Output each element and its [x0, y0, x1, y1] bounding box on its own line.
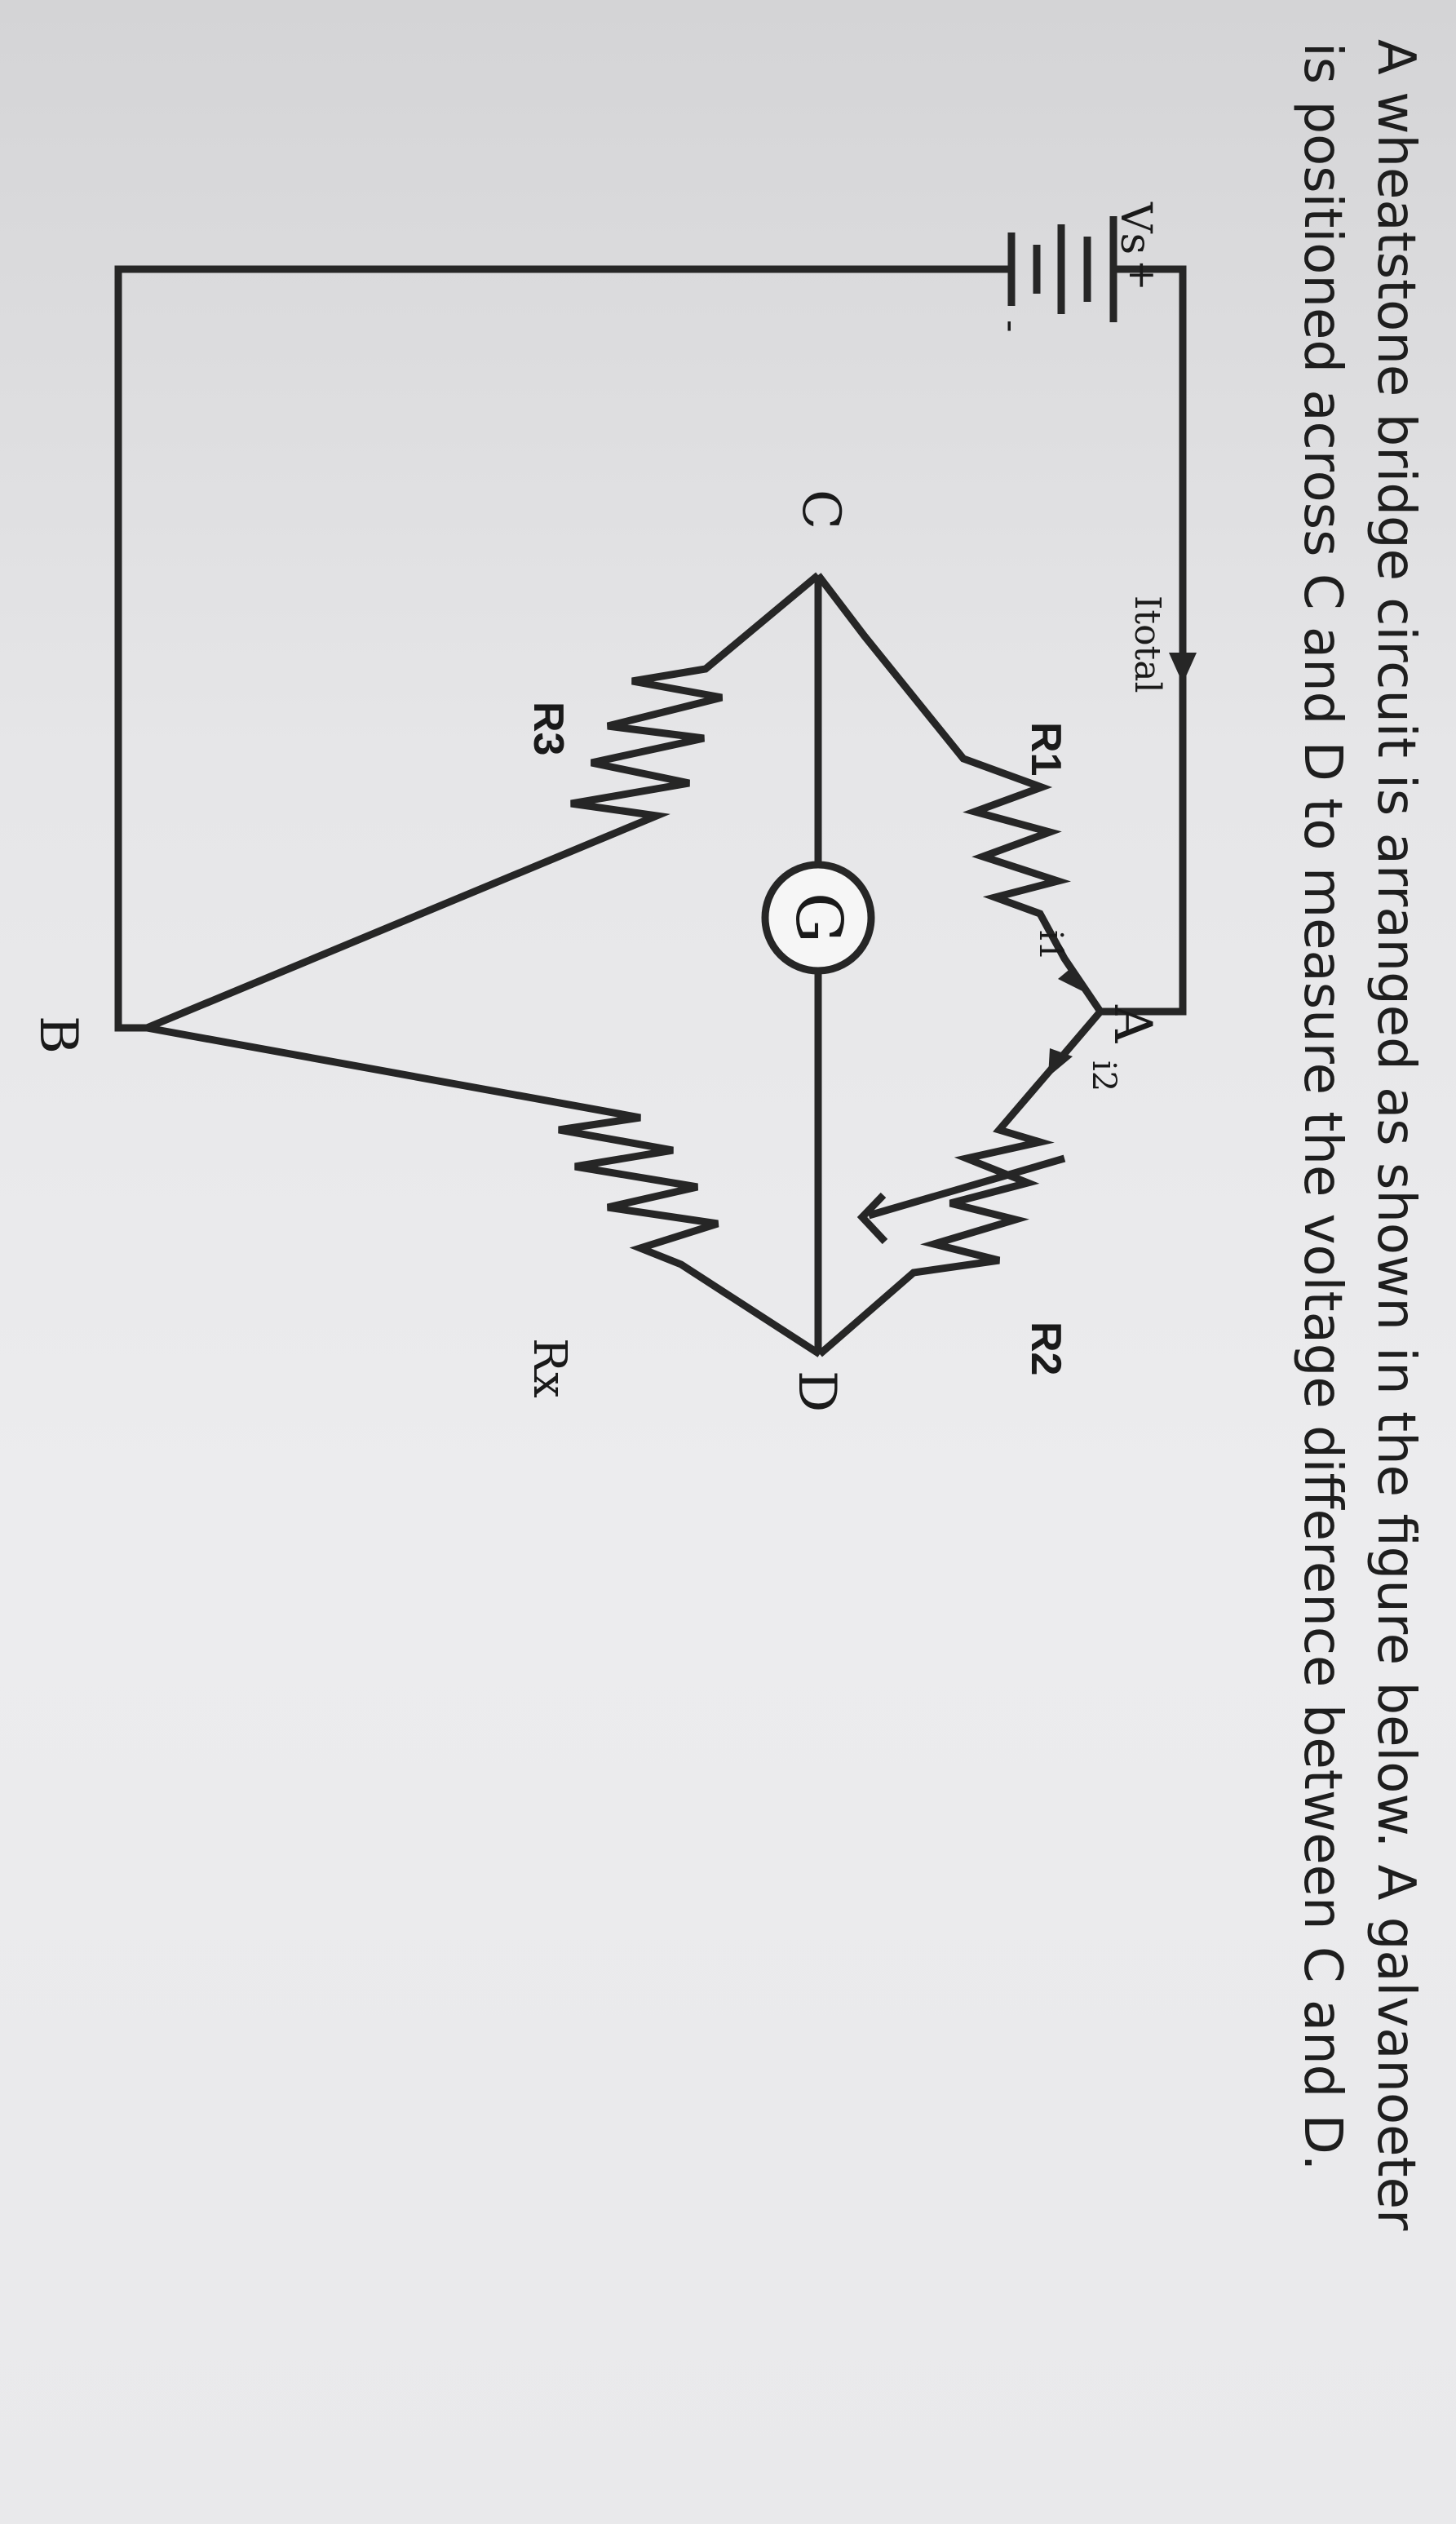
rotated-sheet: A wheatstone bridge circuit is arranged … — [28, 39, 1426, 2231]
itotal-label: Itotal — [1126, 596, 1168, 693]
battery-minus-sign: - — [990, 320, 1034, 333]
resistor-rx — [146, 1024, 822, 1357]
r2-variable-arrow — [856, 1154, 1066, 1245]
i2-label: i2 — [1085, 1061, 1122, 1092]
r3-label: R3 — [524, 702, 572, 755]
resistor-r1 — [815, 573, 1104, 1014]
battery-label: Vs — [1111, 201, 1160, 255]
battery-source: Vs + - — [990, 201, 1165, 333]
rx-label: Rx — [523, 1338, 576, 1398]
battery-plus-sign: + — [1121, 259, 1165, 291]
itotal-arrow: Itotal — [1126, 583, 1197, 693]
r2-label: R2 — [1022, 1322, 1069, 1375]
question-line-1: A wheatstone bridge circuit is arranged … — [1365, 39, 1426, 2231]
resistor-r2 — [817, 1009, 1104, 1357]
node-b-label: B — [28, 1016, 88, 1054]
node-a-label: A — [1102, 1004, 1162, 1043]
resistor-r3 — [145, 572, 821, 1032]
node-d-label: D — [786, 1370, 847, 1412]
i1-arrow-head — [1058, 967, 1082, 991]
wire-bottom-loop — [114, 265, 1011, 1032]
i1-label: i1 — [1032, 930, 1069, 961]
i2-arrow: i2 — [1048, 1048, 1122, 1092]
r1-label: R1 — [1022, 722, 1069, 776]
r2-arrow-shaft — [867, 1154, 1066, 1220]
itotal-arrow-head — [1169, 653, 1197, 684]
galvanometer — [761, 861, 875, 975]
galvanometer-label: G — [781, 892, 855, 943]
r2-arrow-head — [856, 1192, 888, 1245]
node-c-label: C — [790, 489, 851, 529]
i1-arrow: i1 — [1032, 930, 1082, 991]
question-line-2: is positioned across C and D to measure … — [1292, 42, 1352, 2171]
wheatstone-bridge-diagram: Vs + - Itotal — [28, 201, 1197, 1412]
i2-arrow-head — [1048, 1048, 1073, 1077]
